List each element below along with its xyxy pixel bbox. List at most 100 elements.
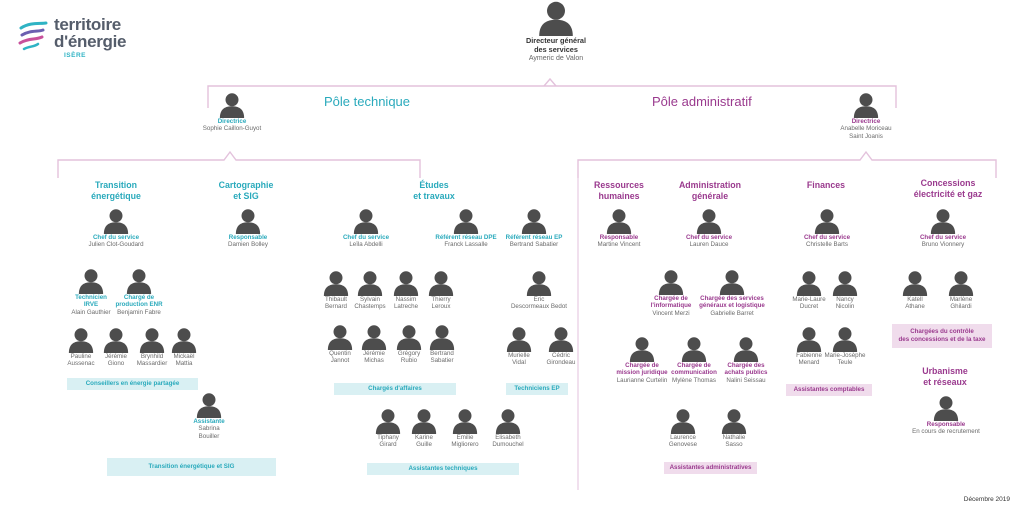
person-brynhild: Brynhild Massardier <box>129 327 175 368</box>
section-line2: électricité et gaz <box>913 188 983 199</box>
person-title: Responsable <box>599 234 639 241</box>
person-name: Laurianne Curtelin <box>616 376 668 384</box>
person-name-line2: Aussenac <box>67 360 95 368</box>
person-name-line2: Vidal <box>512 359 526 367</box>
person-title: Chef du service <box>803 234 851 241</box>
person-lauren: Chef du service Lauren Dauce <box>672 208 746 249</box>
person-title-line2: achats publics <box>724 369 768 377</box>
section-line1: Transition <box>94 180 138 190</box>
person-icon <box>353 209 379 234</box>
person-mylene: Chargée de communication Mylène Thomas <box>662 336 726 384</box>
person-gabrielle: Chargée des services généraux et logisti… <box>694 269 770 317</box>
box-concessions: Chargées du contrôle des concessions et … <box>892 324 992 348</box>
person-name-line1: Marie-Josèphe <box>824 352 866 359</box>
person-icon <box>495 409 521 434</box>
person-icon <box>139 328 165 353</box>
person-icon <box>235 209 261 234</box>
person-icon <box>814 209 840 234</box>
person-name-line2: Dumouchel <box>492 441 524 449</box>
person-icon <box>832 327 858 352</box>
person-title-line1: Chargée des services <box>700 295 764 302</box>
person-icon <box>103 328 129 353</box>
chart-date: Décembre 2019 <box>963 496 1010 503</box>
person-name-line1: Jérémie <box>362 350 385 357</box>
person-alain: Technicien IRVE Alain Gauthier <box>56 268 126 316</box>
person-marie-laure: Marie-Laure Ducret <box>786 270 832 311</box>
person-title-line1: Chargée des <box>727 362 765 369</box>
person-title: Assistante <box>193 418 225 425</box>
person-damien: Responsable Damien Bolley <box>208 208 288 249</box>
person-name-line2: Genovese <box>668 441 698 449</box>
logo-text-line1: territoire <box>54 15 121 34</box>
person-bertrand-sabatier-ep: Référent réseau EP Bertrand Sabatier <box>494 208 574 249</box>
person-urbanisme-responsable: Responsable En cours de recrutement <box>904 395 988 436</box>
person-bertrand-sabatier: Bertrand Sabatier <box>419 324 465 365</box>
person-name-line1: Katell <box>907 296 923 303</box>
person-bruno: Chef du service Bruno Vionnery <box>906 208 980 249</box>
person-name: Benjamin Fabre <box>117 308 161 316</box>
person-title-line2: production ENR <box>115 301 163 309</box>
person-icon <box>375 409 401 434</box>
person-name-line1: Anabelle Moriceau <box>840 125 892 133</box>
person-name-line2: Descormeaux Bedot <box>510 303 568 311</box>
person-vincent: Chargée de l'informatique Vincent Merzi <box>636 269 706 317</box>
person-name: Sophie Caillon-Guyot <box>202 125 262 133</box>
person-icon <box>103 209 129 234</box>
person-name-line1: Karine <box>415 434 433 441</box>
person-franck: Référent réseau DPE Franck Lassalle <box>426 208 506 249</box>
section-line1: Urbanisme <box>922 366 968 376</box>
person-name-line1: Marlène <box>949 296 973 303</box>
person-name-line2: Giono <box>107 360 125 368</box>
person-name-line1: Brynhild <box>140 353 164 360</box>
box-line1: Chargées du contrôle <box>910 328 974 336</box>
person-leila: Chef du service Leïla Abdelli <box>326 208 406 249</box>
pole-administratif-title: Pôle administratif <box>652 94 752 109</box>
person-icon <box>902 271 928 296</box>
person-title: Directrice <box>217 118 247 125</box>
person-name-line1: Bertrand <box>430 350 454 357</box>
director-title-line2: des services <box>534 45 578 54</box>
box-assistantes-administratives: Assistantes administratives <box>664 462 757 474</box>
person-nalini: Chargée des achats publics Nalini Seissa… <box>714 336 778 384</box>
person-name: En cours de recrutement <box>912 428 980 436</box>
box-conseillers: Conseillers en énergie partagée <box>67 378 198 390</box>
person-katell: Katell Athane <box>892 270 938 311</box>
person-title-line1: Chargé de <box>123 294 155 301</box>
person-nancy: Nancy Nicolin <box>822 270 868 311</box>
person-icon <box>393 271 419 296</box>
person-karine: Karine Guille <box>401 408 447 449</box>
person-name-line2: Latreche <box>393 303 419 311</box>
person-name-line2: Sasso <box>725 441 743 449</box>
person-title: Chef du service <box>685 234 733 241</box>
person-name-line1: Nassim <box>395 296 417 303</box>
person-fabienne: Fabienne Menard <box>786 326 832 367</box>
person-name-line2: Girard <box>379 441 397 449</box>
person-title-line1: Chargée de <box>625 362 659 369</box>
person-icon <box>526 271 552 296</box>
person-icon <box>796 327 822 352</box>
person-icon <box>506 327 532 352</box>
section-line2: énergétique <box>91 190 141 201</box>
person-sabrina: Assistante Sabrina Bouiller <box>184 392 234 440</box>
section-line2: et travaux <box>413 190 455 201</box>
box-techniciens-ep: Techniciens EP <box>506 383 568 395</box>
person-name-line1: Eric <box>533 296 545 303</box>
person-name-line1: Elisabeth <box>495 434 521 441</box>
person-title: Chef du service <box>919 234 967 241</box>
person-name-line1: Thibault <box>324 296 347 303</box>
person-name-line1: Tiphany <box>377 434 399 441</box>
pole-technique-title: Pôle technique <box>324 94 411 109</box>
box-charges-affaires: Chargés d'affaires <box>334 383 456 395</box>
person-murielle: Murielle Vidal <box>496 326 542 367</box>
person-icon <box>733 337 759 362</box>
person-icon <box>658 270 684 295</box>
person-name-line1: Grégory <box>397 350 421 357</box>
section-line1: Ressources <box>594 180 644 190</box>
person-name-line1: Pauline <box>70 353 92 360</box>
person-christelle: Chef du service Christelle Barts <box>790 208 864 249</box>
